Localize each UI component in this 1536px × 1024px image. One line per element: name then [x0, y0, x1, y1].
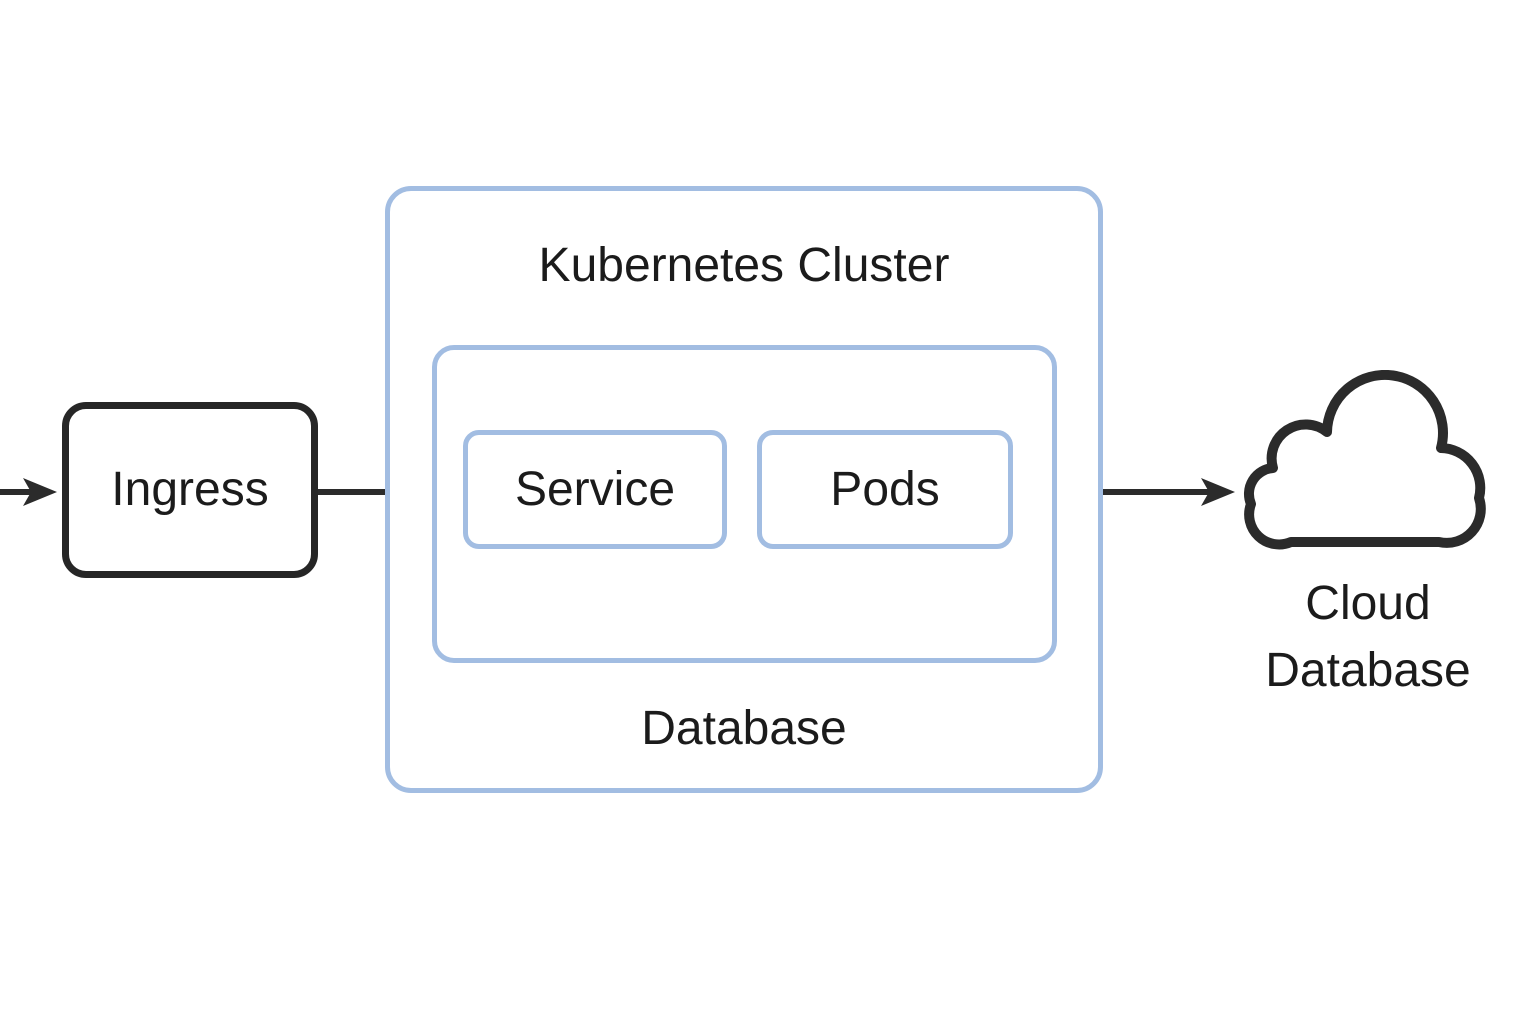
arrow-into-ingress — [0, 478, 57, 506]
node-pods: Pods — [757, 430, 1013, 549]
cluster-title: Kubernetes Cluster — [538, 239, 950, 292]
cloud-icon — [1244, 370, 1486, 550]
node-kubernetes-cluster: Kubernetes Cluster Service Pods Database — [385, 186, 1103, 793]
pods-label: Pods — [830, 462, 940, 516]
cloud-database-label: Cloud Database — [1265, 577, 1471, 697]
database-group-label: Database — [641, 702, 847, 755]
node-service: Service — [463, 430, 727, 549]
service-label: Service — [514, 462, 676, 516]
ingress-label: Ingress — [111, 463, 269, 516]
node-database-group: Service Pods — [432, 345, 1057, 663]
node-ingress: Ingress — [62, 402, 318, 578]
